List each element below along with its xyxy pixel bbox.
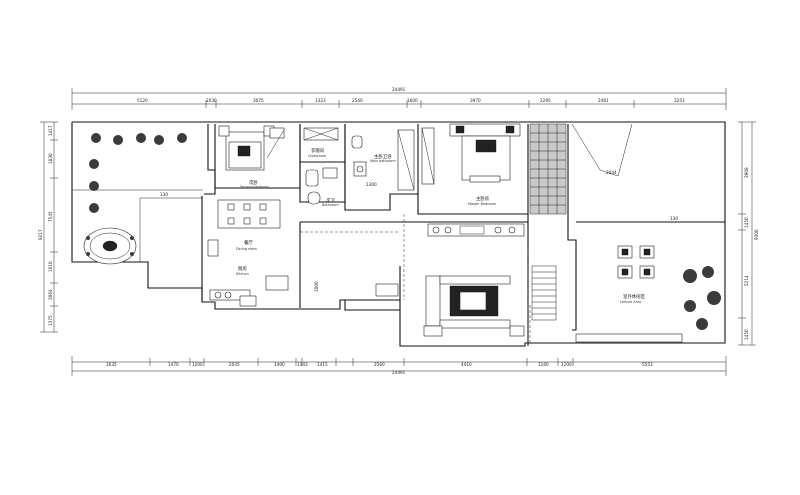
top-total-dim: 24491 xyxy=(392,87,406,92)
top-dim-7: 3970 xyxy=(470,98,481,103)
master-bathroom-sub: Main bathroom xyxy=(370,159,396,163)
left-dim-2: 1830 xyxy=(48,153,53,164)
top-dim-10: 3253 xyxy=(674,98,685,103)
left-dimensions: 1417 1830 7545 1610 2064 1375 9217 xyxy=(38,121,58,333)
leisure-furniture xyxy=(575,245,683,343)
master-bedroom-furniture xyxy=(421,123,521,185)
inner-dim-5: 1000 xyxy=(314,281,319,292)
bottom-dim-10: 1160 xyxy=(538,362,549,367)
right-dimensions: 3908 1450 5214 1450 9300 xyxy=(738,121,759,346)
right-dim-3: 5214 xyxy=(744,275,749,286)
bottom-dim-4: 2035 xyxy=(229,362,240,367)
cloakroom-furniture xyxy=(303,127,339,141)
kitchen-sub: Kitchen xyxy=(236,272,249,276)
bottom-dim-12: 5553 xyxy=(642,362,653,367)
right-dim-2: 1450 xyxy=(744,217,749,228)
inner-dim-2: 1300 xyxy=(366,182,377,187)
bottom-dim-6: 1143 xyxy=(297,362,308,367)
top-dimensions: 24491 5120 2030 3075 1323 2540 1600 3970… xyxy=(71,87,727,110)
bottom-dim-11: 1200 xyxy=(561,362,572,367)
top-dim-3: 3075 xyxy=(253,98,264,103)
tree-icon xyxy=(683,266,721,330)
top-dim-8: 2295 xyxy=(540,98,551,103)
left-dim-5: 2064 xyxy=(48,289,53,300)
bottom-dim-3: 1200 xyxy=(192,362,203,367)
pergola-icon xyxy=(83,227,137,265)
living-room-furniture xyxy=(375,275,525,337)
interior-walls xyxy=(72,124,725,346)
left-dim-4: 1610 xyxy=(48,261,53,272)
bottom-dim-1: 3035 xyxy=(106,362,117,367)
bathroom-fixtures xyxy=(305,167,338,205)
top-dim-1: 5120 xyxy=(137,98,148,103)
top-dim-5: 2540 xyxy=(352,98,363,103)
second-bedroom-label: 次卧 xyxy=(249,179,258,186)
corridor-cabinet xyxy=(427,223,525,237)
second-bedroom-sub: Second bedroom xyxy=(240,185,269,189)
master-bathroom-label: 主卧卫浴 xyxy=(374,153,392,160)
left-total-dim: 9217 xyxy=(38,229,43,240)
bottom-dim-7: 1415 xyxy=(317,362,328,367)
left-dim-6: 1375 xyxy=(48,315,53,326)
top-dim-2: 2030 xyxy=(206,98,217,103)
left-dim-3: 7545 xyxy=(48,211,53,222)
bottom-dimensions: 24491 3035 1470 1200 2035 1400 1143 1415… xyxy=(71,356,727,376)
kitchen-label: 厨房 xyxy=(238,265,247,272)
dining-furniture xyxy=(207,199,281,257)
terrace-grid xyxy=(529,123,567,215)
inner-dim-3: 130 xyxy=(670,216,678,221)
master-bedroom-label: 主卧房 xyxy=(476,195,490,202)
top-dim-6: 1600 xyxy=(407,98,418,103)
bottom-dim-5: 1400 xyxy=(274,362,285,367)
top-dim-4: 1323 xyxy=(315,98,326,103)
site-boundary xyxy=(71,121,726,347)
bottom-dim-8: 2560 xyxy=(374,362,385,367)
right-dim-1: 3908 xyxy=(744,167,749,178)
master-bathroom-fixtures xyxy=(351,129,415,191)
stairs-icon xyxy=(531,265,557,321)
second-bedroom-furniture xyxy=(218,125,285,171)
bathroom-label: 次卫 xyxy=(326,197,335,204)
kitchen-fixtures xyxy=(209,275,289,307)
bottom-dim-2: 1470 xyxy=(168,362,179,367)
leisure-label: 室外休闲区 xyxy=(623,293,646,300)
cloakroom-label: 衣帽间 xyxy=(311,147,324,154)
bottom-total-dim: 24491 xyxy=(392,370,406,375)
right-dim-4: 1450 xyxy=(744,329,749,340)
cloakroom-sub: Cloakroom xyxy=(308,154,327,158)
right-total-dim: 9300 xyxy=(754,229,759,240)
roof-slope xyxy=(571,123,633,177)
master-bedroom-sub: Master Bedroom xyxy=(468,202,497,206)
bottom-dim-9: 4410 xyxy=(461,362,472,367)
dining-sub: Dining room xyxy=(236,247,257,251)
left-dim-1: 1417 xyxy=(48,125,53,136)
dining-label: 餐厅 xyxy=(244,239,253,246)
shrub-icon xyxy=(89,133,187,213)
top-dim-9: 2481 xyxy=(598,98,609,103)
inner-dim-4: 2044 xyxy=(606,170,617,175)
leisure-sub: Leisure Area xyxy=(620,300,641,304)
bathroom-sub: Bathroom xyxy=(322,203,339,207)
inner-dim-1: 130 xyxy=(160,192,168,197)
garden-plants xyxy=(83,133,187,265)
